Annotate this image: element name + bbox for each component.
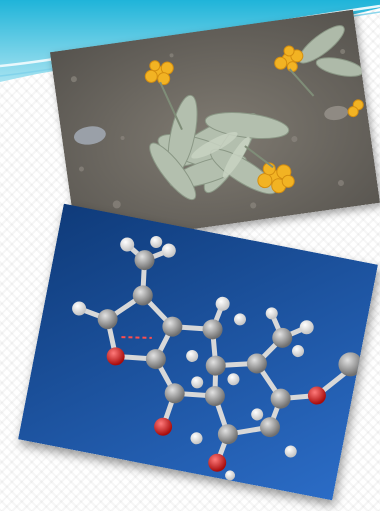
plant-photo-icon [49, 9, 380, 246]
plant-photo [49, 9, 380, 246]
molecule-model [18, 203, 378, 501]
molecule-model-icon [18, 203, 378, 501]
